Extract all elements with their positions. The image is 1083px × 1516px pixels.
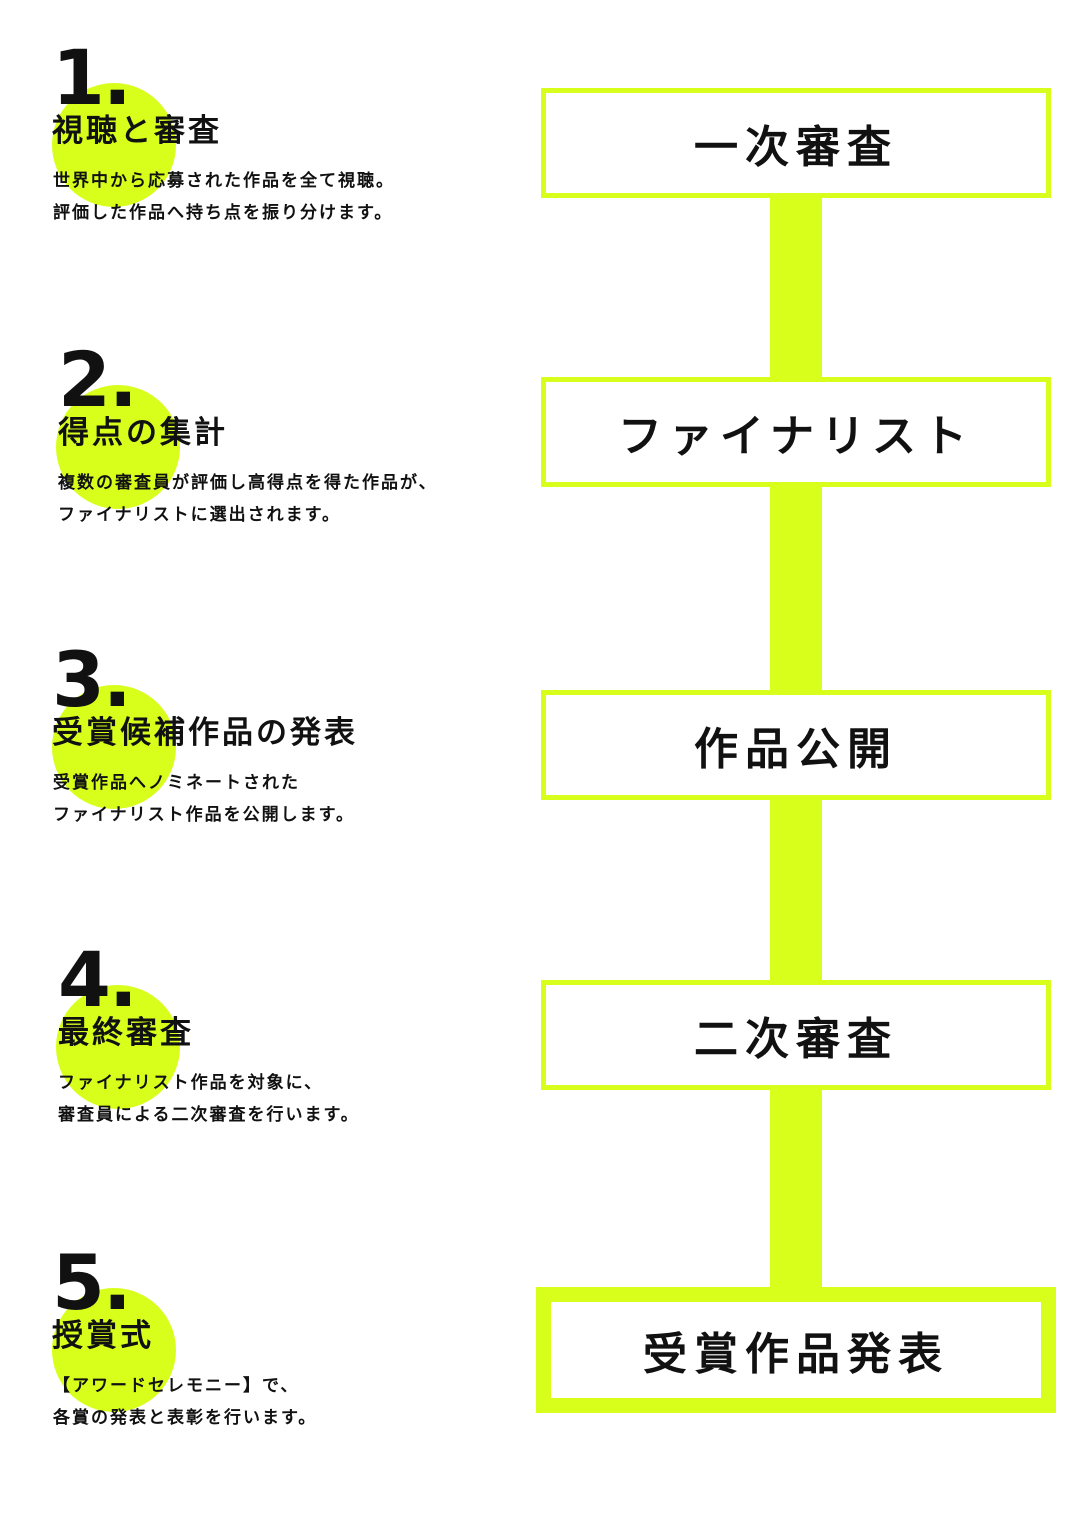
step-description-line: 【アワードセレモニー】で、 <box>53 1376 300 1396</box>
stage-box-first-review: 一次審査 <box>541 88 1051 198</box>
step-title: 最終審査 <box>58 1015 194 1051</box>
step-description: ファイナリスト作品を対象に、 審査員による二次審査を行います。 <box>58 1067 360 1131</box>
step-description-line: ファイナリストに選出されます。 <box>58 505 341 525</box>
step-number: 4. <box>58 935 138 1024</box>
step-title: 得点の集計 <box>58 415 228 451</box>
stage-box-finalist: ファイナリスト <box>541 377 1051 487</box>
step-number: 3. <box>52 635 132 724</box>
step-description-line: 各賞の発表と表彰を行います。 <box>53 1408 318 1428</box>
stage-box-publish: 作品公開 <box>541 690 1051 800</box>
step-description: 受賞作品へノミネートされた ファイナリスト作品を公開します。 <box>53 767 355 831</box>
step-title: 授賞式 <box>52 1318 154 1354</box>
step-description: 複数の審査員が評価し高得点を得た作品が、 ファイナリストに選出されます。 <box>58 467 438 531</box>
step-title: 視聴と審査 <box>52 113 222 149</box>
step-title: 受賞候補作品の発表 <box>52 715 358 751</box>
step-description: 世界中から応募された作品を全て視聴。 評価した作品へ持ち点を振り分けます。 <box>53 165 395 229</box>
stage-box-second-review: 二次審査 <box>541 980 1051 1090</box>
step-description-line: ファイナリスト作品を公開します。 <box>53 805 355 825</box>
step-description-line: 審査員による二次審査を行います。 <box>58 1105 360 1125</box>
step-3: 3. 受賞候補作品の発表 受賞作品へノミネートされた ファイナリスト作品を公開し… <box>0 642 530 842</box>
accent-circle <box>56 985 180 1109</box>
step-description: 【アワードセレモニー】で、 各賞の発表と表彰を行います。 <box>53 1370 317 1434</box>
step-1: 1. 視聴と審査 世界中から応募された作品を全て視聴。 評価した作品へ持ち点を振… <box>0 40 530 240</box>
step-description-line: 評価した作品へ持ち点を振り分けます。 <box>53 203 394 223</box>
step-description-line: 受賞作品へノミネートされた <box>53 773 300 793</box>
step-number: 1. <box>52 33 132 122</box>
step-4: 4. 最終審査 ファイナリスト作品を対象に、 審査員による二次審査を行います。 <box>0 942 530 1142</box>
accent-circle <box>52 83 176 207</box>
step-description-line: ファイナリスト作品を対象に、 <box>58 1073 324 1093</box>
step-2: 2. 得点の集計 複数の審査員が評価し高得点を得た作品が、 ファイナリストに選出… <box>0 342 530 542</box>
stage-box-award-announcement: 受賞作品発表 <box>536 1287 1056 1413</box>
step-5: 5. 授賞式 【アワードセレモニー】で、 各賞の発表と表彰を行います。 <box>0 1245 530 1445</box>
step-description-line: 世界中から応募された作品を全て視聴。 <box>53 171 395 191</box>
step-description-line: 複数の審査員が評価し高得点を得た作品が、 <box>58 473 438 493</box>
step-number: 5. <box>52 1238 132 1327</box>
accent-circle <box>52 1288 176 1412</box>
accent-circle <box>56 385 180 509</box>
accent-circle <box>52 685 176 809</box>
step-number: 2. <box>58 335 138 424</box>
